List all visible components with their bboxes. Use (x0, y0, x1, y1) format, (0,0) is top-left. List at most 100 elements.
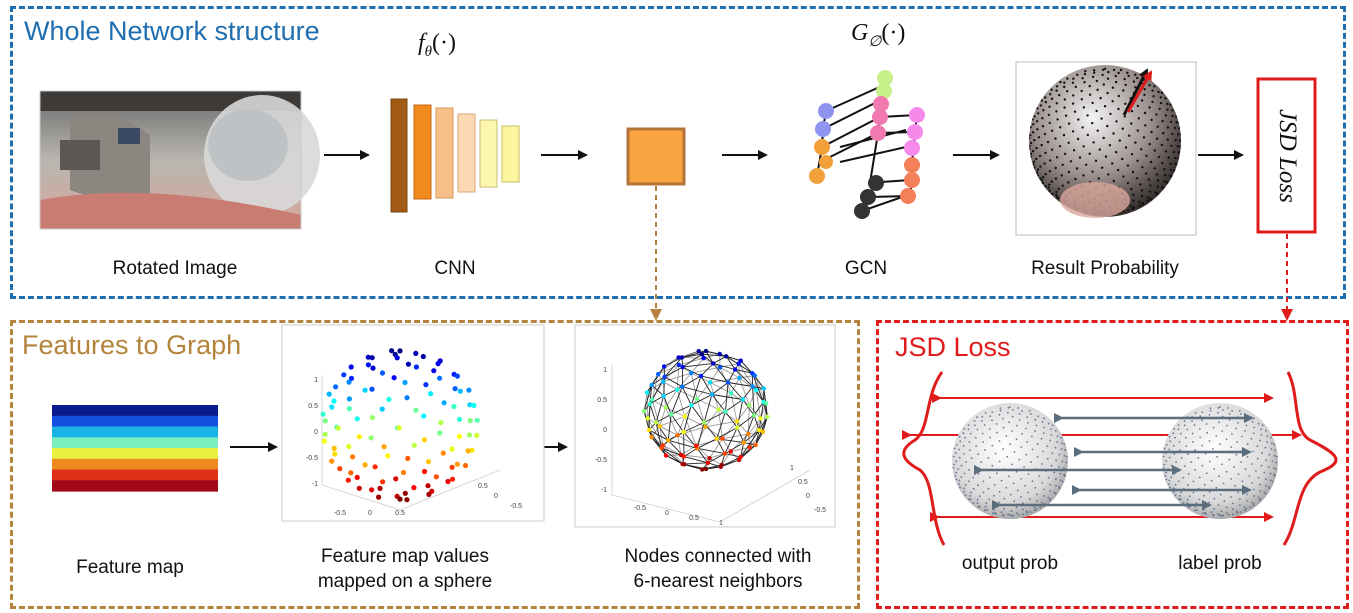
jsd-sphere-point (1054, 429, 1057, 432)
jsd-sphere-point (1036, 493, 1038, 496)
result-point (1040, 143, 1043, 147)
jsd-sphere-point (1233, 466, 1235, 468)
result-point (1108, 144, 1112, 147)
jsd-sphere-point (1223, 500, 1226, 503)
result-point (1158, 107, 1161, 111)
mesh-edge (696, 422, 705, 449)
result-point (1118, 139, 1122, 142)
jsd-sphere-point (1180, 457, 1183, 460)
jsd-sphere-point (1056, 441, 1058, 443)
jsd-sphere-point (981, 420, 983, 422)
result-point (1132, 199, 1135, 202)
result-point (1130, 122, 1133, 125)
result-point (1134, 73, 1137, 76)
jsd-sphere-point (1275, 468, 1278, 471)
result-point (1111, 162, 1114, 165)
feature-map-row (52, 458, 218, 471)
result-point (1106, 77, 1110, 80)
jsd-sphere-point (1035, 424, 1038, 427)
mesh-edge (665, 389, 678, 408)
jsd-sphere-point (1220, 510, 1223, 512)
result-point (1153, 149, 1157, 152)
jsd-sphere-point (1208, 460, 1211, 463)
scatter-point (440, 450, 446, 456)
jsd-sphere-point (1018, 413, 1021, 415)
jsd-sphere-point (1246, 456, 1249, 458)
f-theta-label: fθ(·) (418, 30, 457, 60)
mesh-edge (691, 394, 713, 406)
jsd-sphere-point (1040, 437, 1043, 440)
result-point (1050, 88, 1053, 91)
result-point (1166, 102, 1169, 106)
scatter-point (396, 425, 402, 431)
jsd-sphere-point (1217, 406, 1220, 409)
jsd-sphere-point (1225, 512, 1228, 514)
mesh-z-tick: 1 (603, 367, 607, 374)
jsd-sphere-point (1221, 463, 1223, 466)
jsd-sphere-point (1177, 424, 1180, 426)
mesh-node (761, 386, 766, 391)
jsd-sphere-point (1042, 450, 1044, 453)
jsd-sphere-point (1002, 417, 1004, 420)
mesh-edge (725, 356, 736, 370)
jsd-sphere-point (1255, 470, 1257, 472)
jsd-sphere-point (998, 460, 1001, 463)
mesh-edge (696, 398, 719, 410)
jsd-sphere-point (1041, 482, 1044, 484)
cnn-layers (390, 98, 520, 213)
result-point (1088, 152, 1091, 155)
result-point (1177, 133, 1180, 136)
jsd-sphere-point (1036, 443, 1039, 446)
mesh-edge (659, 416, 685, 427)
mesh-edge (730, 433, 749, 452)
jsd-sphere-point (1191, 432, 1194, 435)
mesh-node (657, 424, 662, 429)
mesh-edge (703, 394, 713, 423)
jsd-sphere-point (964, 494, 967, 497)
jsd-sphere-point (1179, 495, 1181, 497)
whole-network-panel (10, 6, 1346, 299)
result-point (1080, 89, 1083, 93)
jsd-sphere-point (1033, 506, 1036, 508)
scatter-point (350, 454, 356, 460)
mesh-edge (722, 438, 732, 452)
mesh-edge (727, 369, 736, 383)
jsd-sphere-point (989, 415, 992, 418)
scatter-point (321, 438, 327, 444)
jsd-sphere-point (1197, 457, 1200, 459)
result-point (1160, 91, 1164, 95)
jsd-sphere-point (1264, 429, 1267, 432)
jsd-sphere-point (1162, 467, 1165, 469)
mesh-edge (726, 355, 741, 362)
scatter-point (322, 418, 328, 424)
result-point (1136, 129, 1140, 132)
jsd-sphere-point (1271, 480, 1274, 483)
result-point (1056, 195, 1059, 199)
result-point (1082, 106, 1086, 109)
jsd-sphere-point (1050, 428, 1052, 431)
result-point (1149, 190, 1152, 193)
jsd-sphere-point (1012, 514, 1015, 517)
mesh-edge (647, 418, 661, 427)
result-point (1143, 88, 1146, 91)
result-point (1130, 187, 1133, 191)
result-point (1126, 181, 1130, 185)
result-point (1163, 180, 1166, 183)
feature-map-row (52, 405, 218, 417)
result-point (1141, 203, 1144, 206)
result-point (1080, 98, 1084, 101)
jsd-sphere-point (1047, 422, 1050, 425)
mesh-edge (740, 429, 760, 458)
mesh-edge (681, 353, 702, 358)
jsd-sphere-point (1043, 495, 1045, 497)
g-phi-label: G∅(·) (851, 20, 906, 50)
mesh-x-tick: -0.5 (634, 505, 646, 512)
result-point (1059, 80, 1062, 84)
jsd-sphere-point (1021, 410, 1023, 412)
mesh-edge (730, 377, 740, 394)
mesh-node (676, 362, 682, 368)
jsd-sphere-point (1252, 450, 1254, 453)
jsd-sphere-point (1251, 463, 1253, 465)
result-point (1036, 107, 1039, 110)
jsd-sphere-point (1245, 507, 1248, 510)
